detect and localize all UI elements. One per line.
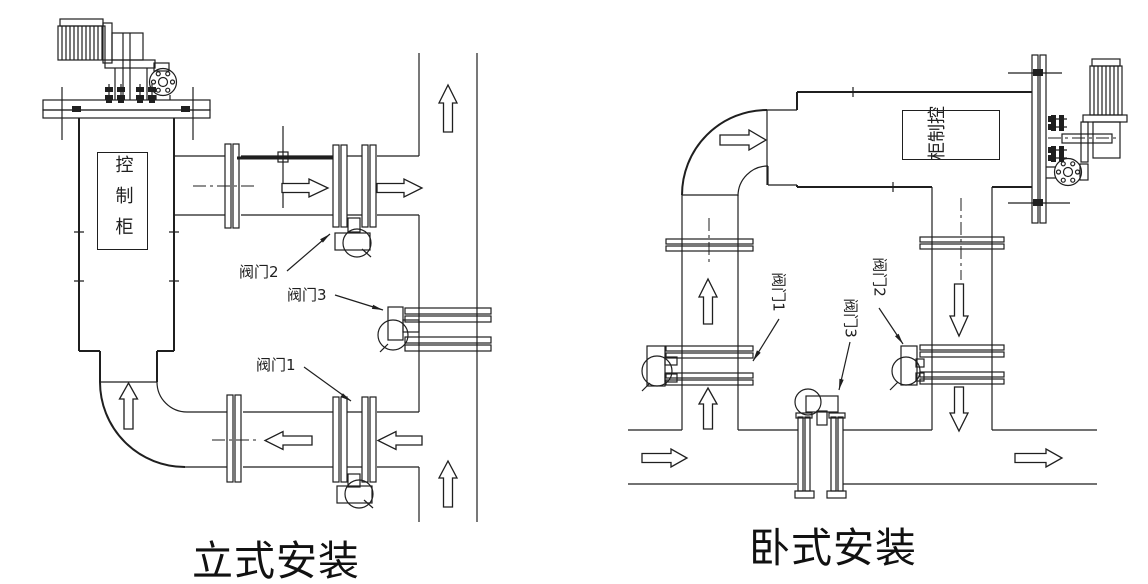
- right-flow-arrows: [641, 128, 1064, 469]
- flow-arrow-left-icon: [263, 430, 313, 451]
- flow-arrow-right-icon: [719, 128, 768, 152]
- right-valve2: [889, 344, 1005, 391]
- left-leader-lines: [286, 233, 384, 402]
- right-leader-lines: [752, 307, 904, 391]
- right-control-cabinet-label: 控制柜: [927, 106, 956, 163]
- bolt-icon: [1047, 122, 1068, 132]
- left-top-flange: [42, 87, 211, 140]
- flow-arrow-up-icon: [437, 83, 459, 133]
- left-valve1-label: 阀门1: [256, 356, 296, 374]
- right-outlet-pipe: [919, 187, 1005, 430]
- flow-arrow-right-icon: [376, 177, 424, 199]
- left-tank-body: [74, 118, 179, 352]
- right-left-flange: [665, 218, 754, 262]
- right-valve3-label: 阀门3: [841, 298, 860, 338]
- flow-arrow-left-icon: [376, 430, 423, 451]
- right-inlet-elbow: [681, 109, 797, 430]
- flow-arrow-down-icon: [948, 283, 970, 338]
- right-tank-body: [796, 87, 1032, 192]
- left-valve3: [377, 306, 492, 353]
- right-valve1: [641, 345, 754, 392]
- right-valve1-label: 阀门1: [769, 272, 788, 312]
- left-caption: 立式安装: [192, 538, 360, 584]
- right-caption: 卧式安装: [749, 525, 917, 571]
- flow-arrow-up-icon: [697, 386, 719, 430]
- flow-arrow-up-icon: [697, 277, 719, 325]
- right-valve3: [794, 388, 847, 499]
- left-outlet-pipe: [174, 126, 419, 229]
- left-bottom-pipe: [99, 351, 419, 483]
- right-motor-assembly: [1046, 58, 1128, 187]
- left-valve3-label: 阀门3: [287, 286, 327, 304]
- bolt-icon: [1047, 145, 1068, 155]
- flow-arrow-down-icon: [948, 386, 970, 433]
- flow-arrow-right-icon: [1014, 447, 1064, 469]
- shaft-flange-icon: [1053, 157, 1083, 187]
- right-end-flange: [1008, 54, 1070, 224]
- left-valve2: [332, 144, 377, 258]
- flow-arrow-up-icon: [118, 381, 139, 430]
- bolt-icon: [1047, 153, 1068, 163]
- left-control-cabinet-label: 控制柜: [112, 154, 134, 248]
- left-motor-assembly: [57, 18, 178, 104]
- right-valve2-label: 阀门2: [870, 257, 889, 297]
- right-main-pipe: [628, 429, 1097, 485]
- flow-arrow-up-icon: [437, 459, 459, 508]
- left-flow-arrows: [118, 83, 459, 508]
- left-valve2-label: 阀门2: [239, 263, 279, 281]
- left-control-cabinet-box: 控制柜: [97, 152, 148, 250]
- right-control-cabinet-box: 控制柜: [902, 106, 1000, 163]
- flow-arrow-right-icon: [281, 177, 330, 199]
- bolt-icon: [1047, 114, 1068, 124]
- left-riser-pipe: [418, 53, 478, 522]
- flow-arrow-right-icon: [641, 447, 689, 469]
- left-valve1: [332, 396, 377, 509]
